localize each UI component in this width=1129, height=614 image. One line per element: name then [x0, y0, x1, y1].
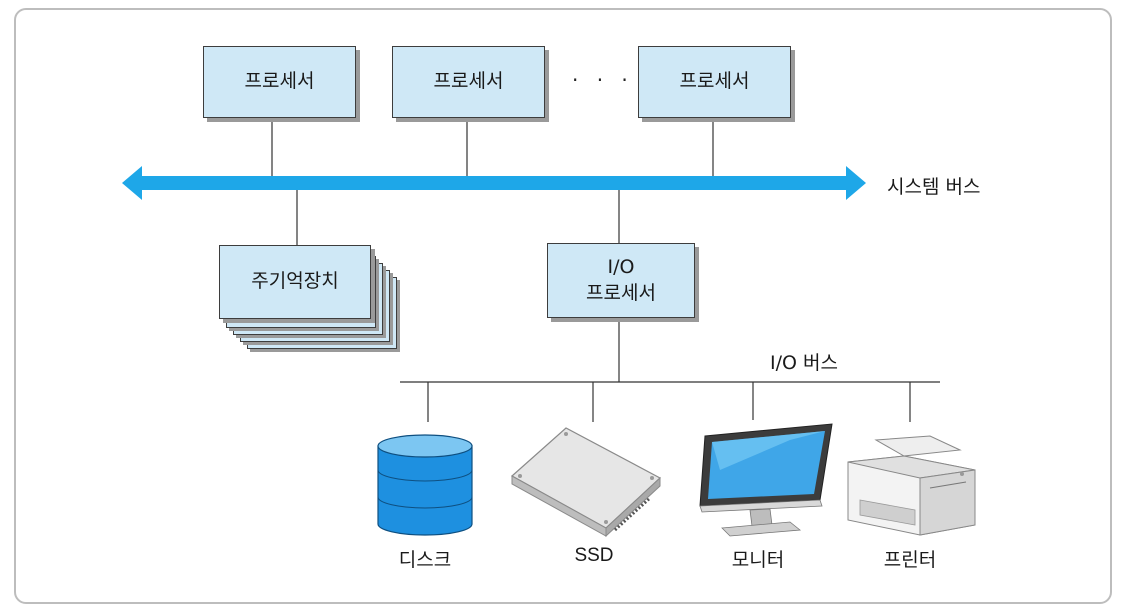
io-processor-line2: 프로세서	[586, 281, 656, 304]
system-bus-label: 시스템 버스	[887, 176, 981, 198]
io-processor-line1: I/O	[607, 255, 635, 278]
disk-label: 디스크	[398, 549, 452, 571]
system-bus-arrow	[122, 166, 866, 200]
monitor-icon	[699, 423, 833, 537]
printer-icon	[847, 435, 976, 536]
ellipsis: · · ·	[572, 68, 634, 92]
io-bus-label: I/O 버스	[770, 352, 838, 374]
ssd-icon	[510, 427, 662, 538]
processor-label: 프로세서	[679, 70, 750, 93]
main-memory-box: 주기억장치	[219, 245, 371, 319]
ssd-label: SSD	[574, 545, 614, 566]
processor-box-1: 프로세서	[203, 46, 356, 118]
io-processor-box: I/O 프로세서	[547, 243, 695, 318]
processor-label: 프로세서	[433, 70, 504, 93]
main-memory-label: 주기억장치	[251, 270, 339, 293]
disk-icon	[377, 434, 473, 536]
monitor-label: 모니터	[731, 549, 785, 571]
processor-label: 프로세서	[244, 70, 315, 93]
printer-label: 프린터	[883, 549, 937, 571]
processor-box-2: 프로세서	[392, 46, 545, 118]
processor-box-3: 프로세서	[638, 46, 791, 118]
